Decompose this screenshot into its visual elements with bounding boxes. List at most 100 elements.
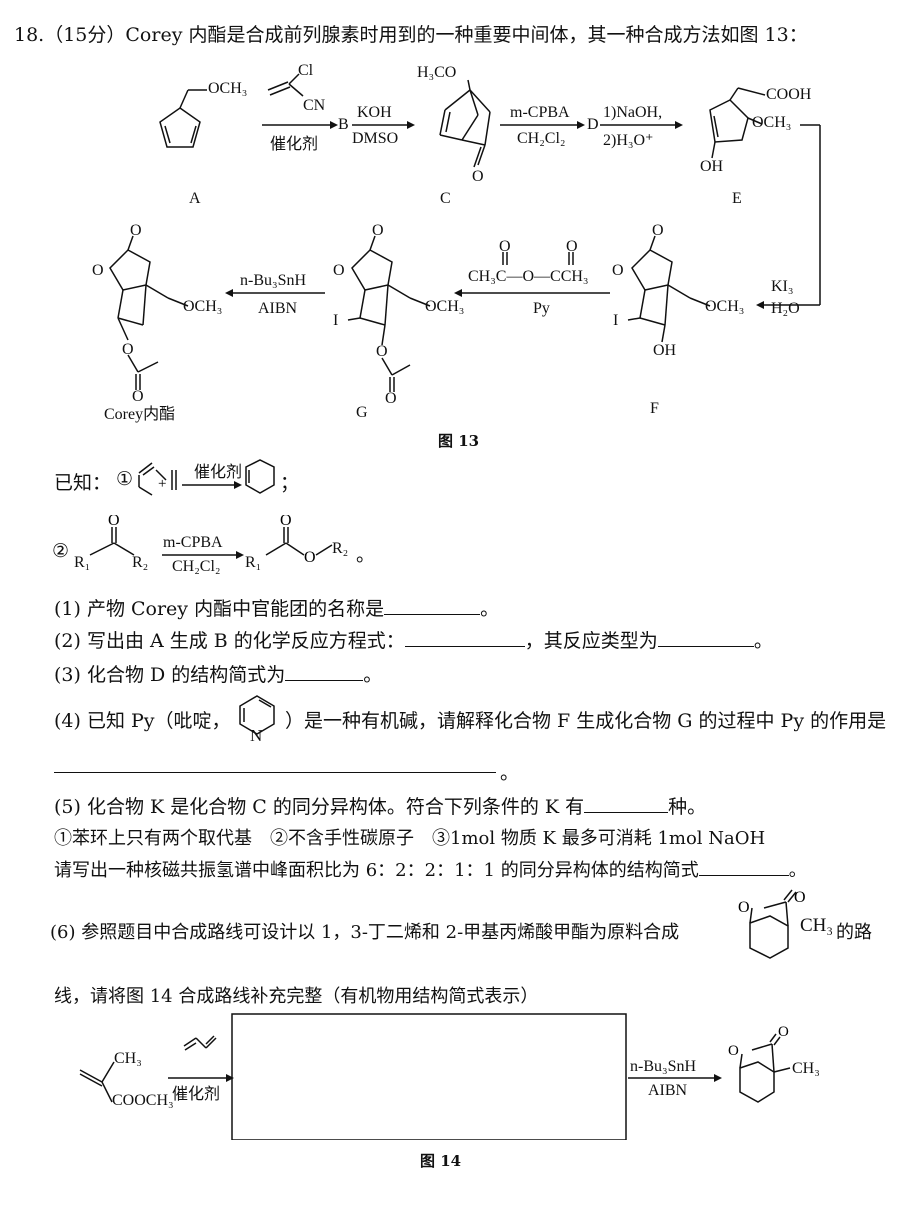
known-r2-left: R₂ (132, 554, 149, 571)
part-4-text: (4) 已知 Py（吡啶， (54, 706, 231, 733)
reagent-ef-top: KI₃ (771, 278, 794, 295)
f-oh-text: OH (653, 342, 677, 359)
part-6-tail: 的路 (836, 922, 872, 943)
part-4-prompt-b: ）是一种有机碱，请解释化合物 F 生成化合物 G 的过程中 Py 的作用是 (285, 710, 887, 732)
part-1-prompt: (1) 产物 Corey 内酯中官能团的名称是 (54, 598, 385, 620)
corey-och3-text: OCH₃ (183, 298, 223, 315)
cl-text: Cl (298, 62, 314, 79)
svg-text:+: + (158, 476, 166, 492)
label-b: B (338, 116, 349, 133)
part-4-end: 。 (500, 762, 520, 784)
part-4-answer-blank[interactable] (54, 772, 496, 773)
known-r1-right: R₁ (245, 554, 262, 571)
compound-f-structure (627, 235, 711, 343)
fig14-reagent2-top: n-Bu₃SnH (630, 1058, 697, 1075)
pyridine-icon (239, 695, 275, 735)
anhydride-o-left: O (499, 238, 511, 255)
question-header: 18.（15分）Corey 内酯是合成前列腺素时用到的一种重要中间体，其一种合成… (14, 24, 808, 46)
known-r2-right: R₂ (332, 540, 349, 557)
part-2-equation-blank[interactable] (404, 630, 525, 647)
figure-13-scheme (109, 73, 821, 392)
fig14-ch3-text: CH₃ (114, 1050, 142, 1067)
part-6-prompt-b: 线，请将图 14 合成路线补充完整（有机物用结构简式表示） (54, 986, 539, 1007)
svg-text:O: O (728, 1043, 739, 1059)
corey-lactone-structure (109, 235, 189, 390)
anhydride-o-right: O (566, 238, 578, 255)
known-r1-left: R₁ (74, 554, 91, 571)
label-c: C (440, 190, 451, 207)
answer-box[interactable] (231, 1013, 627, 1140)
label-g: G (356, 404, 368, 421)
fig14-reagent2-bottom: AIBN (648, 1082, 688, 1099)
compound-e-structure (709, 87, 766, 159)
reagent-cd-top: m-CPBA (510, 104, 570, 121)
part-2-prompt-a: (2) 写出由 A 生成 B 的化学反应方程式： (54, 630, 405, 652)
part-5-end: 种。 (668, 796, 707, 818)
fig14-product-ch3: CH₃ (792, 1060, 820, 1077)
corey-ring-o-text: O (92, 262, 104, 279)
known-end: 。 (356, 544, 376, 566)
label-d: D (587, 116, 599, 133)
g-ring-o-text: O (333, 262, 345, 279)
corey-carbonyl-o-text: O (132, 388, 144, 405)
part-6-ch3-text: CH₃ (800, 915, 834, 936)
known-reaction-2-diagram: O O O (89, 515, 333, 566)
reagent-ef-bottom: H₂O (771, 300, 800, 317)
known-item1-end: ； (280, 472, 300, 494)
reagent-bc-top: KOH (357, 104, 392, 121)
corey-o-text: O (130, 222, 142, 239)
part-3-answer-blank[interactable] (285, 664, 364, 681)
a-och3-text: OCH₃ (208, 80, 248, 97)
reagent-fg-bottom: Py (533, 300, 550, 317)
part-2-prompt-b: ，其反应类型为 (524, 630, 658, 652)
known-prefix: 已知： (54, 472, 112, 494)
f-och3-text: OCH₃ (705, 298, 745, 315)
part-2-end: 。 (753, 630, 773, 652)
label-corey: Corey内酯 (104, 406, 176, 423)
figure-14-scheme: O O (79, 1013, 791, 1140)
part-1-end: 。 (480, 598, 500, 620)
cn-text: CN (303, 97, 326, 114)
reagent-bc-bottom: DMSO (352, 130, 399, 147)
reagent-de-top: 1)NaOH, (603, 104, 663, 121)
compound-a-structure (159, 89, 207, 148)
figure-14-caption: 图 14 (420, 1152, 462, 1170)
part-6-prompt-a: (6) 参照题目中合成路线可设计以 1，3-丁二烯和 2-甲基丙烯酸甲酯为原料合… (50, 922, 680, 943)
anhydride-text: CH₃C—O—CCH₃ (468, 268, 589, 285)
g-ester-o-text: O (376, 343, 388, 360)
corey-ester-o-text: O (122, 341, 134, 358)
part-3-prompt: (3) 化合物 D 的结构简式为 (54, 664, 286, 686)
e-oh-text: OH (700, 158, 724, 175)
part-5-nmr-prompt: 请写出一种核磁共振氢谱中峰面积比为 6：2：2：1：1 的同分异构体的结构简式 (54, 860, 699, 881)
svg-text:O: O (280, 515, 292, 529)
known-item1-reagent: 催化剂 (194, 464, 243, 481)
part-1-text: (1) 产物 Corey 内酯中官能团的名称是 。 (54, 594, 499, 621)
part-5-count-blank[interactable] (584, 796, 669, 813)
part-5-prompt: (5) 化合物 K 是化合物 C 的同分异构体。符合下列条件的 K 有 (54, 796, 585, 818)
f-ring-o-text: O (612, 262, 624, 279)
reagent-gc-bottom: AIBN (258, 300, 298, 317)
reagent-gc-top: n-Bu₃SnH (240, 272, 307, 289)
svg-text:O: O (738, 899, 750, 916)
f-i-text: I (613, 312, 619, 329)
c-h3co-text: H₃CO (417, 64, 457, 81)
part-5-conditions: ①苯环上只有两个取代基 ②不含手性碳原子 ③1mol 物质 K 最多可消耗 1m… (54, 828, 766, 849)
label-f: F (650, 400, 659, 417)
e-och3-text: OCH₃ (752, 114, 792, 131)
known-item2-reagent-top: m-CPBA (163, 534, 223, 551)
reagent-cd-bottom: CH₂Cl₂ (517, 130, 566, 147)
g-o-text: O (372, 222, 384, 239)
part-3-end: 。 (363, 664, 383, 686)
part-5-nmr-blank[interactable] (698, 859, 789, 876)
pyridine-n-text: N (250, 726, 263, 745)
part-1-answer-blank[interactable] (384, 598, 481, 615)
part-6-target-structure: O O (738, 889, 806, 959)
g-i-text: I (333, 312, 339, 329)
reagent-ab-text: 催化剂 (270, 136, 319, 153)
part-2-type-blank[interactable] (657, 630, 754, 647)
known-item1-marker: ① (116, 468, 134, 490)
label-e: E (732, 190, 742, 207)
g-carbonyl-o-text: O (385, 390, 397, 407)
part-5-nmr-text: 请写出一种核磁共振氢谱中峰面积比为 6：2：2：1：1 的同分异构体的结构简式。 (54, 856, 807, 882)
svg-text:O: O (108, 515, 120, 529)
